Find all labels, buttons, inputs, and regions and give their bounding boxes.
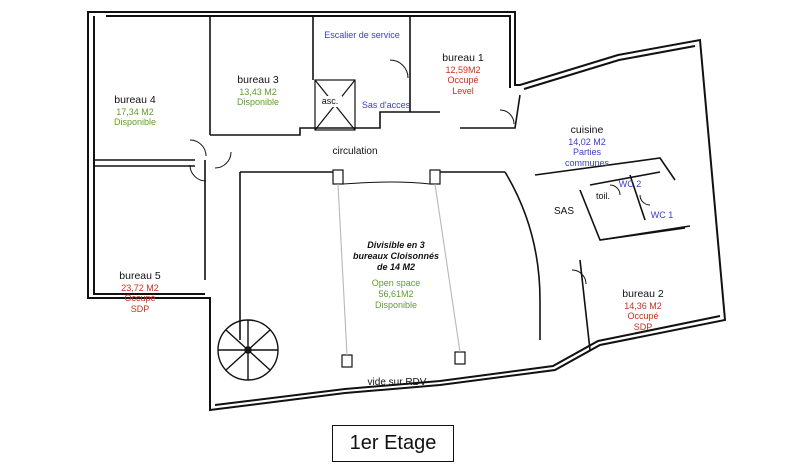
label-wc2: WC 2 [618, 179, 642, 189]
room-label-bureau-5: bureau 5 23,72 M2 Occupé SDP [110, 270, 170, 315]
room-status: Occupé [447, 75, 479, 86]
open-space-note-line2: bureaux Cloisonnés [352, 250, 440, 261]
open-space-posts [332, 169, 466, 368]
room-status-line1: Parties [572, 147, 601, 158]
room-status: Disponible [113, 117, 157, 128]
floor-title: 1er Etage [332, 425, 454, 462]
room-name: bureau 3 [237, 74, 279, 86]
label-sas: SAS [553, 206, 574, 217]
room-label-bureau-1: bureau 1 12,59M2 Occupé Level [437, 52, 489, 97]
room-name: bureau 2 [622, 288, 664, 300]
label-asc: asc. [318, 96, 342, 107]
room-name: bureau 1 [442, 52, 484, 64]
room-area: 14,02 M2 [568, 136, 606, 147]
interior-walls [94, 16, 691, 351]
room-status: Occupé [627, 311, 659, 322]
label-escalier: Escalier de service [324, 30, 400, 40]
room-label-bureau-3: bureau 3 13,43 M2 Disponible [229, 74, 287, 108]
label-sas-acces: Sas d'acces [361, 100, 411, 110]
room-area: 13,43 M2 [239, 86, 277, 97]
room-status-line2: communes [564, 158, 609, 169]
room-name: Open space [371, 278, 421, 289]
room-status: Disponible [236, 97, 280, 108]
room-status: Occupé [124, 293, 156, 304]
door-arcs [189, 59, 651, 285]
spiral-staircase [217, 319, 279, 381]
room-area: 12,59M2 [445, 64, 481, 75]
room-name: cuisine [570, 124, 604, 136]
outer-walls [87, 11, 727, 412]
label-circulation: circulation [332, 146, 378, 157]
label-toil: toil. [595, 191, 610, 201]
room-area: 17,34 M2 [116, 106, 154, 117]
room-area: 14,36 M2 [624, 300, 662, 311]
room-tenant: SDP [633, 322, 653, 333]
room-status: Disponible [374, 299, 418, 310]
room-name: bureau 5 [119, 270, 161, 282]
room-tenant: Level [452, 86, 474, 97]
open-space-note-line1: Divisible en 3 [367, 240, 425, 250]
label-vide-sur-rdv: vide sur RDV [367, 377, 427, 388]
room-name: bureau 4 [114, 94, 156, 106]
open-space-dividers [337, 181, 461, 356]
room-area: 56,61M2 [378, 289, 414, 300]
room-area: 23,72 M2 [121, 282, 159, 293]
open-space-note-line3: de 14 M2 [376, 261, 416, 272]
room-label-cuisine: cuisine 14,02 M2 Parties communes [556, 124, 618, 169]
room-tenant: SDP [130, 304, 150, 315]
room-label-bureau-4: bureau 4 17,34 M2 Disponible [105, 94, 165, 128]
room-label-open-space: Divisible en 3 bureaux Cloisonnés de 14 … [340, 240, 452, 311]
room-label-bureau-2: bureau 2 14,36 M2 Occupé SDP [614, 288, 672, 333]
label-wc1: WC 1 [650, 210, 674, 220]
